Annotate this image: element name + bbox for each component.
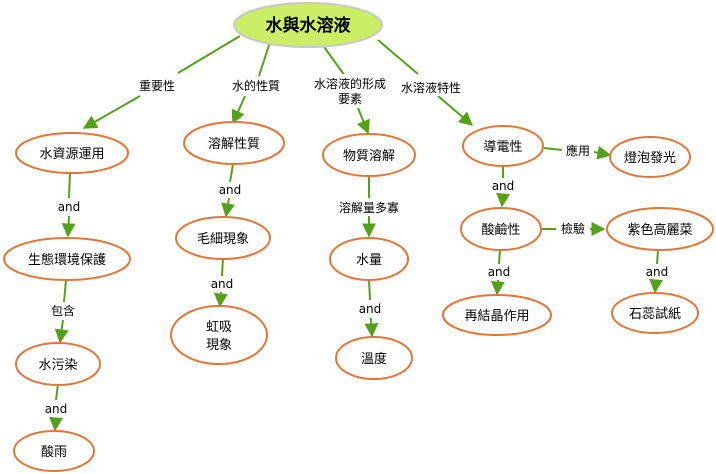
edge-water-resources-and (68, 171, 71, 199)
edge-root-importance (177, 35, 241, 74)
node-conductivity-label: 導電性 (483, 140, 522, 155)
node-capillary[interactable]: 毛細現象 (175, 216, 271, 260)
node-acid-rain-label: 酸雨 (41, 445, 67, 460)
edge-importance-water-resources (82, 95, 141, 129)
node-conductivity[interactable]: 導電性 (462, 125, 544, 167)
edge-water-and (368, 279, 371, 301)
root-node[interactable]: 水與水溶液 (233, 2, 383, 48)
link-importance: 重要性 (139, 79, 175, 93)
node-solubility-label: 溶解性質 (208, 137, 260, 152)
link-test: 檢驗 (561, 221, 585, 236)
edge-capillary-and (221, 257, 224, 277)
link-and-6: and (492, 179, 515, 193)
node-purple-cabbage-label: 紫色高麗菜 (627, 222, 692, 238)
node-ecology[interactable]: 生態環境保護 (3, 237, 131, 281)
node-siphon-label-line1: 虹吸 (206, 320, 232, 335)
edge-and-capillary (221, 197, 235, 218)
link-nature-of-water: 水的性質 (232, 78, 280, 93)
node-water-resources[interactable]: 水資源運用 (15, 132, 129, 174)
edge-include-pollution (54, 319, 69, 344)
edge-root-nature (258, 41, 271, 77)
root-label: 水與水溶液 (266, 15, 351, 36)
edge-and-temperature (364, 317, 379, 338)
link-formation-line1: 水溶液的形成 (314, 76, 386, 91)
node-acidity-label: 酸鹼性 (481, 222, 520, 238)
edge-and-acid-rain (49, 416, 64, 432)
edge-nature-solubility (231, 95, 246, 125)
node-temperature-label: 溫度 (361, 351, 387, 367)
edge-characteristics-conductivity (437, 95, 474, 126)
node-light-bulb[interactable]: 燈泡發光 (609, 136, 691, 178)
link-characteristics: 水溶液特性 (401, 80, 461, 95)
edge-root-formation (321, 43, 346, 77)
link-and-2: and (45, 402, 68, 416)
edge-and-siphon (213, 291, 228, 308)
node-temperature[interactable]: 溫度 (335, 336, 413, 380)
link-and-4: and (211, 277, 234, 291)
node-recrystallization-label: 再結晶作用 (464, 309, 529, 324)
node-litmus-label: 石蕊試紙 (629, 306, 681, 322)
link-and-7: and (488, 265, 511, 279)
node-water-amount[interactable]: 水量 (329, 237, 409, 281)
edge-pollution-and (55, 383, 59, 401)
link-and-8: and (646, 265, 669, 279)
edge-formation-dissolving (356, 107, 370, 135)
node-purple-cabbage[interactable]: 紫色高麗菜 (606, 207, 714, 251)
edge-acidity-and (498, 249, 501, 265)
node-capillary-label: 毛細現象 (197, 232, 249, 247)
node-acid-rain[interactable]: 酸雨 (13, 430, 95, 472)
link-formation-line2: 要素 (338, 92, 362, 106)
edge-and-recrystallization (490, 279, 505, 296)
edge-application-bulb (593, 145, 612, 160)
link-and-1: and (58, 200, 81, 214)
edge-and-ecology (61, 215, 76, 238)
node-water-pollution[interactable]: 水污染 (15, 342, 101, 386)
node-solubility[interactable]: 溶解性質 (183, 121, 285, 165)
node-acidity[interactable]: 酸鹼性 (460, 207, 542, 251)
link-and-5: and (359, 302, 382, 316)
edge-solubility-and (229, 163, 234, 183)
link-and-3: and (219, 183, 242, 197)
node-dissolving-label: 物質溶解 (343, 149, 395, 164)
node-litmus[interactable]: 石蕊試紙 (611, 292, 699, 334)
link-include: 包含 (51, 303, 75, 318)
link-amount-dissolved: 溶解量多寡 (339, 200, 399, 215)
edge-conductivity-application (543, 147, 563, 151)
node-siphon[interactable]: 虹吸 現象 (170, 305, 268, 365)
edge-and-acidity (496, 192, 511, 208)
edge-cabbage-and (656, 249, 659, 265)
node-siphon-label-line2: 現象 (206, 338, 232, 353)
node-recrystallization[interactable]: 再結晶作用 (442, 294, 552, 336)
edge-root-characteristics (377, 39, 419, 75)
edge-ecology-include (63, 279, 67, 303)
node-dissolving[interactable]: 物質溶解 (322, 133, 416, 177)
node-light-bulb-label: 燈泡發光 (624, 151, 676, 166)
node-water-resources-label: 水資源運用 (39, 147, 104, 162)
node-water-pollution-label: 水污染 (38, 358, 77, 373)
link-application: 應用 (566, 143, 590, 158)
edge-and-litmus (649, 278, 664, 294)
node-ecology-label: 生態環境保護 (28, 252, 106, 268)
node-water-amount-label: 水量 (356, 253, 382, 268)
